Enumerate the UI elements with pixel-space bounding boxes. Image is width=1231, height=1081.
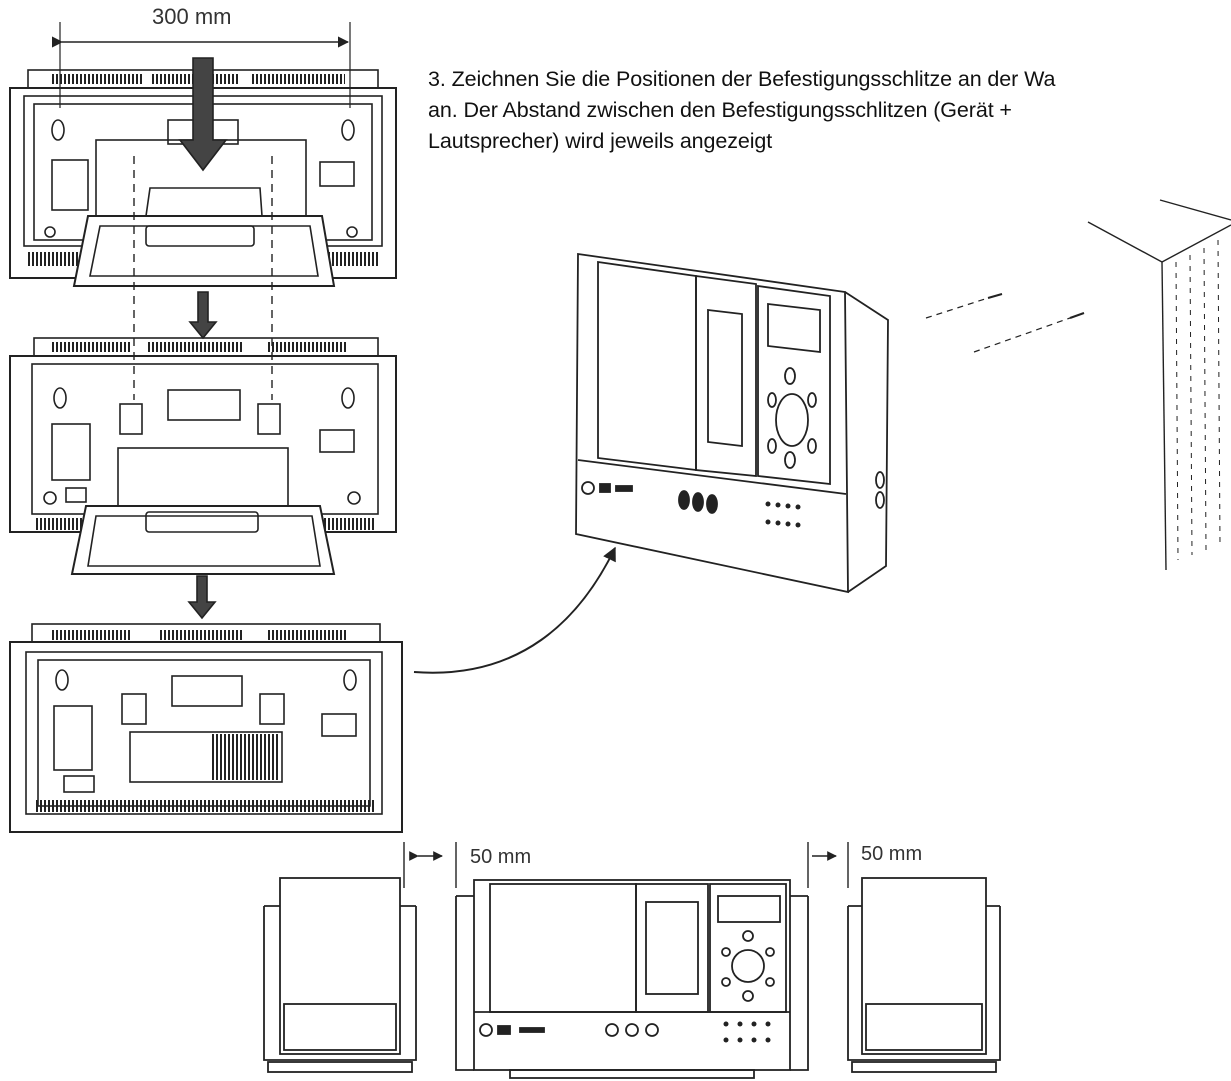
main-unit-front: [455, 879, 809, 1079]
wall: [1087, 199, 1231, 571]
dimension-50mm-left-label: 50 mm: [470, 846, 532, 868]
dimension-300mm-label: 300 mm: [152, 4, 232, 29]
gap-markers: [403, 842, 849, 888]
down-arrow-1: [188, 291, 218, 340]
unit-back-step-3: [9, 623, 403, 833]
stand-step-1: [72, 187, 336, 287]
dimension-50mm-right-label: 50 mm: [861, 843, 923, 865]
speaker-right: [847, 877, 1001, 1073]
unit-perspective: [575, 252, 889, 594]
dimension-300mm-line: [51, 22, 351, 108]
instruction-line-1: 3. Zeichnen Sie die Positionen der Befes…: [428, 67, 1056, 91]
instruction-line-2: an. Der Abstand zwischen den Befestigung…: [428, 98, 1012, 122]
unit-back-step-2: [9, 337, 397, 533]
stand-step-2: [70, 505, 336, 575]
down-arrow-large: [178, 57, 228, 172]
curved-arrow: [413, 546, 616, 674]
alignment-guides: [133, 156, 273, 400]
wall-screws: [925, 293, 1085, 353]
down-arrow-2: [187, 575, 217, 620]
instruction-text: 3. Zeichnen Sie die Positionen der Befes…: [428, 64, 1231, 157]
speaker-left: [263, 877, 417, 1073]
instruction-line-3: Lautsprecher) wird jeweils angezeigt: [428, 129, 773, 153]
